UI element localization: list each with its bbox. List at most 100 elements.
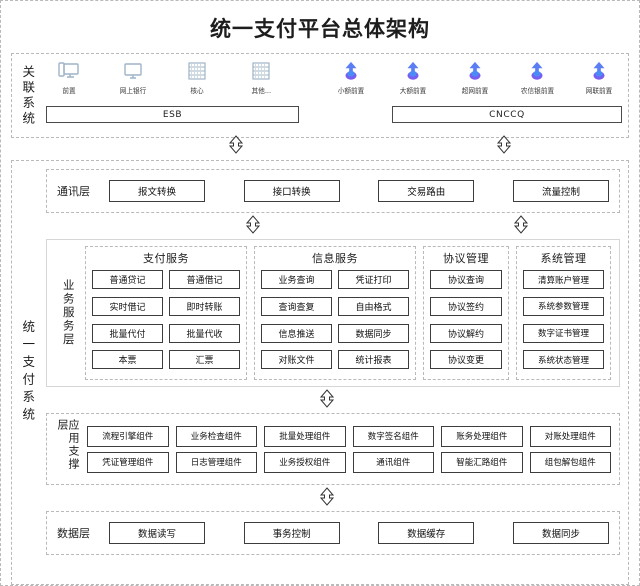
related-system-item[interactable]: 前置 [46, 58, 92, 96]
double-arrow-icon [316, 487, 338, 511]
service-item[interactable]: 数据同步 [338, 323, 409, 343]
internal-systems-group: 前置 网上银行 [46, 58, 284, 103]
service-item[interactable]: 普通借记 [169, 270, 240, 289]
double-arrow-icon [242, 215, 264, 239]
component-item[interactable]: 凭证管理组件 [87, 451, 169, 473]
service-item[interactable]: 对账文件 [261, 350, 332, 370]
component-item[interactable]: 批量处理组件 [264, 425, 346, 447]
double-arrow-icon [225, 135, 247, 159]
component-item[interactable]: 组包解包组件 [529, 451, 611, 473]
external-systems-group: 小额前置 大额前置 [328, 58, 622, 103]
bus-bar-row: ESB CNCCQ [42, 106, 628, 123]
data-item[interactable]: 事务控制 [243, 522, 340, 544]
related-system-item[interactable]: 其他... [238, 58, 284, 96]
service-item[interactable]: 清算账户管理 [523, 270, 604, 289]
service-item[interactable]: 业务查询 [261, 270, 332, 289]
related-system-label: 其他... [251, 87, 271, 95]
unified-payment-system-body: 通讯层 报文转换 接口转换 交易路由 流量控制 [42, 161, 628, 584]
service-item[interactable]: 批量代收 [169, 323, 240, 343]
protocol-management-column: 协议管理 协议查询 协议签约 协议解约 协议变更 [423, 246, 509, 380]
double-arrow-icon [316, 389, 338, 413]
component-item[interactable]: 对账处理组件 [529, 425, 611, 447]
component-item[interactable]: 业务检查组件 [175, 425, 257, 447]
esb-bus-bar[interactable]: ESB [46, 106, 299, 123]
business-service-columns: 支付服务 普通贷记 普通借记 实时借记 即时转账 批量代付 批量代收 本票 汇票 [81, 246, 611, 380]
related-system-item[interactable]: 小额前置 [328, 58, 374, 96]
column-title: 信息服务 [312, 252, 358, 265]
related-system-label: 网上银行 [119, 87, 147, 95]
component-item[interactable]: 账务处理组件 [441, 425, 523, 447]
related-system-item[interactable]: 农信银前置 [514, 58, 560, 96]
system-management-column: 系统管理 清算账户管理 系统参数管理 数字证书管理 系统状态管理 [516, 246, 611, 380]
related-system-item[interactable]: 超网前置 [452, 58, 498, 96]
service-item[interactable]: 实时借记 [92, 296, 163, 316]
related-system-label: 超网前置 [461, 87, 489, 95]
server-rack-icon [249, 58, 273, 84]
service-item[interactable]: 系统状态管理 [523, 350, 604, 370]
service-item[interactable]: 普通贷记 [92, 270, 163, 289]
service-item[interactable]: 即时转账 [169, 296, 240, 316]
related-systems-icon-rows: 前置 网上银行 [42, 58, 628, 103]
data-layer-label: 数据层 [57, 527, 90, 540]
service-item[interactable]: 统计报表 [338, 350, 409, 370]
related-system-label: 农信银前置 [520, 87, 554, 95]
data-item[interactable]: 数据读写 [109, 522, 205, 544]
service-item[interactable]: 协议签约 [430, 296, 502, 316]
component-item[interactable]: 数字签名组件 [352, 425, 434, 447]
component-item[interactable]: 日志管理组件 [175, 451, 257, 473]
information-service-grid: 业务查询 凭证打印 查询查复 自由格式 信息推送 数据同步 对账文件 统计报表 [261, 270, 409, 374]
related-system-item[interactable]: 大额前置 [390, 58, 436, 96]
column-title: 系统管理 [540, 252, 587, 265]
data-item[interactable]: 数据缓存 [378, 522, 475, 544]
information-service-column: 信息服务 业务查询 凭证打印 查询查复 自由格式 信息推送 数据同步 对账文件 … [254, 246, 416, 380]
service-item[interactable]: 协议变更 [430, 350, 502, 370]
service-item[interactable]: 查询查复 [261, 296, 332, 316]
payment-service-column: 支付服务 普通贷记 普通借记 实时借记 即时转账 批量代付 批量代收 本票 汇票 [85, 246, 247, 380]
comm-item[interactable]: 流量控制 [512, 180, 609, 202]
service-item[interactable]: 自由格式 [338, 296, 409, 316]
service-item[interactable]: 数字证书管理 [523, 323, 604, 343]
service-item[interactable]: 汇票 [169, 350, 240, 370]
service-item[interactable]: 协议查询 [430, 270, 502, 289]
payment-service-grid: 普通贷记 普通借记 实时借记 即时转账 批量代付 批量代收 本票 汇票 [92, 270, 240, 374]
service-item[interactable]: 凭证打印 [338, 270, 409, 289]
cloud-node-icon [340, 58, 362, 84]
service-item[interactable]: 批量代付 [92, 323, 163, 343]
related-system-label: 网联前置 [585, 87, 613, 95]
data-item[interactable]: 数据同步 [512, 522, 609, 544]
application-support-layer: 应用支撑层 流程引擎组件 业务检查组件 批量处理组件 数字签名组件 账务处理组件… [46, 413, 620, 485]
column-title: 支付服务 [143, 252, 189, 265]
communication-layer-cells: 报文转换 接口转换 交易路由 流量控制 [109, 180, 609, 202]
column-title: 协议管理 [443, 252, 489, 265]
service-item[interactable]: 系统参数管理 [523, 296, 604, 316]
application-support-layer-label: 应用支撑层 [56, 419, 80, 471]
related-systems-section: 关联系统 前置 [11, 53, 629, 138]
double-arrow-icon [493, 135, 515, 159]
related-system-item[interactable]: 网上银行 [110, 58, 156, 96]
unified-payment-system-section: 统一支付系统 通讯层 报文转换 接口转换 交易路由 流量控制 [11, 160, 629, 585]
business-service-layer: 业务服务层 支付服务 普通贷记 普通借记 实时借记 即时转账 批量代付 批量代收… [46, 239, 620, 387]
comm-item[interactable]: 报文转换 [109, 180, 205, 202]
cnccq-bus-bar[interactable]: CNCCQ [392, 106, 622, 123]
related-system-label: 核心 [190, 87, 204, 95]
service-item[interactable]: 协议解约 [430, 323, 502, 343]
related-system-item[interactable]: 核心 [174, 58, 220, 96]
related-system-item[interactable]: 网联前置 [576, 58, 622, 96]
service-item[interactable]: 信息推送 [261, 323, 332, 343]
service-item[interactable]: 本票 [92, 350, 163, 370]
communication-layer: 通讯层 报文转换 接口转换 交易路由 流量控制 [46, 169, 620, 213]
comm-item[interactable]: 交易路由 [378, 180, 475, 202]
comm-item[interactable]: 接口转换 [243, 180, 340, 202]
component-item[interactable]: 智能汇路组件 [441, 451, 523, 473]
cloud-node-icon [526, 58, 548, 84]
related-system-label: 大额前置 [399, 87, 427, 95]
component-item[interactable]: 业务授权组件 [264, 451, 346, 473]
related-systems-label: 关联系统 [20, 64, 36, 127]
component-item[interactable]: 流程引擎组件 [87, 425, 169, 447]
protocol-management-grid: 协议查询 协议签约 协议解约 协议变更 [430, 270, 502, 374]
data-layer: 数据层 数据读写 事务控制 数据缓存 数据同步 [46, 511, 620, 555]
connector-row-app-data [46, 485, 620, 511]
component-item[interactable]: 通讯组件 [352, 451, 434, 473]
communication-layer-label: 通讯层 [57, 185, 90, 198]
